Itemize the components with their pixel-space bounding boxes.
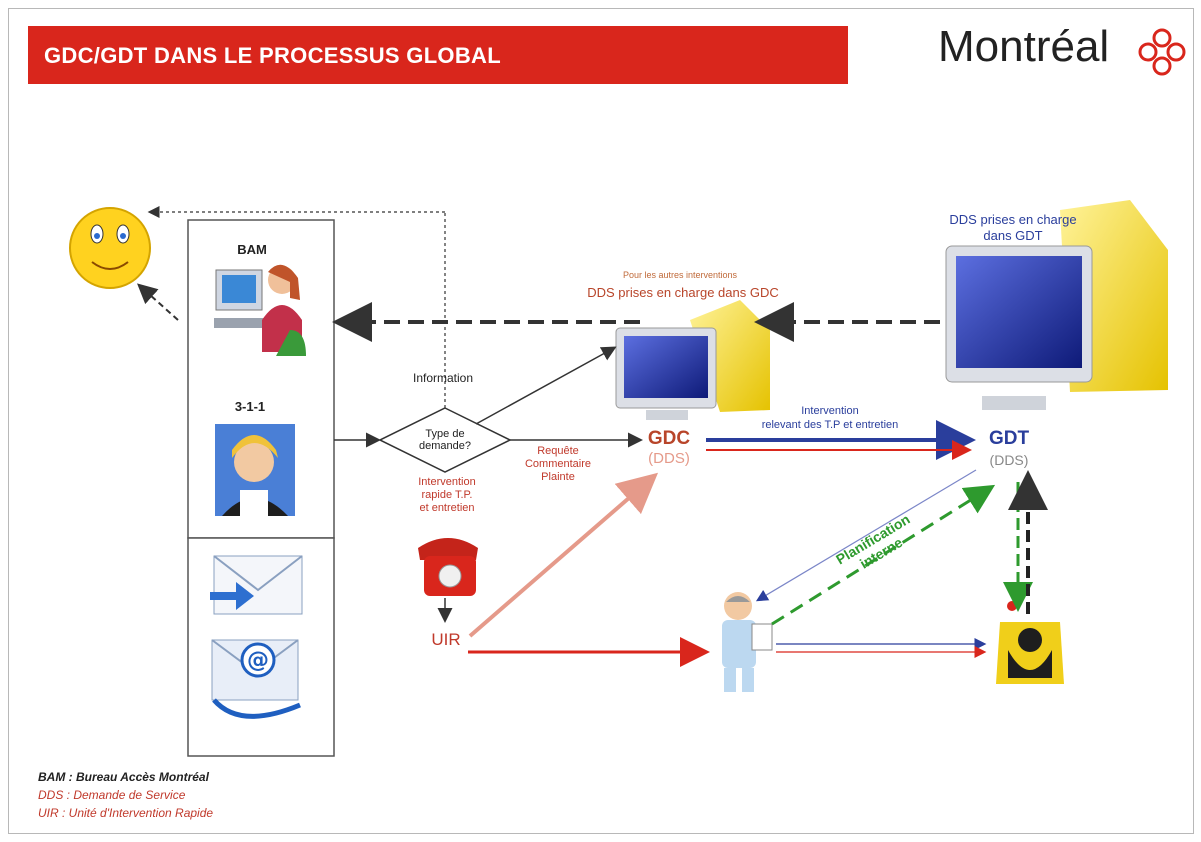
gdt-computer-icon [945,200,1168,410]
gdt-sub: (DDS) [989,452,1029,468]
requete-label: Requête Commentaire Plainte [524,445,592,483]
field-team-icon [996,601,1064,684]
legend-bam: BAM : Bureau Accès Montréal [38,770,209,784]
email-at-icon: @ [211,639,301,719]
gdt-name: GDT [988,428,1030,449]
gdt-to-worker-arrow [755,469,977,602]
intervention-rapide-label: Intervention rapide T.P. et entretien [418,476,476,514]
montreal-rosette-icon [1138,28,1186,76]
uir-label: UIR [431,630,461,649]
svg-text:@: @ [247,648,269,673]
bam-agent-icon [214,264,306,356]
worker-icon [722,592,773,692]
slide-title: GDC/GDT DANS LE PROCESSUS GLOBAL [44,43,501,68]
legend-uir: UIR : Unité d'Intervention Rapide [38,806,214,820]
decision-to-gdc-info-arrow [475,346,617,425]
intervention-tp-label: Intervention relevant des T.P et entreti… [761,405,899,431]
gdc-note-small: Pour les autres interventions [622,270,738,280]
gdt-note: DDS prises en charge dans GDT [949,212,1077,243]
bam-citizen-arrow [137,283,179,321]
line311-label: 3-1-1 [234,399,266,414]
legend: BAM : Bureau Accès Montréal DDS : Demand… [38,768,213,822]
gdc-sub: (DDS) [648,450,690,467]
montreal-logo-text: Montréal [938,22,1110,71]
bam-label: BAM [237,242,267,257]
information-label: Information [412,371,474,385]
gdc-note: DDS prises en charge dans GDC [587,285,779,300]
citizen-smiley-icon [69,207,151,289]
slide-frame [8,8,1194,834]
red-telephone-icon [418,538,478,596]
title-bar [28,26,848,84]
legend-dds: DDS : Demande de Service [38,788,186,802]
uir-to-gdc-arrow [468,472,659,638]
311-agent-icon [215,424,295,516]
gdc-computer-icon [615,300,770,420]
envelope-icon [210,555,303,615]
gdc-name: GDC [647,428,691,449]
decision-label: Type de demande? [419,428,471,452]
